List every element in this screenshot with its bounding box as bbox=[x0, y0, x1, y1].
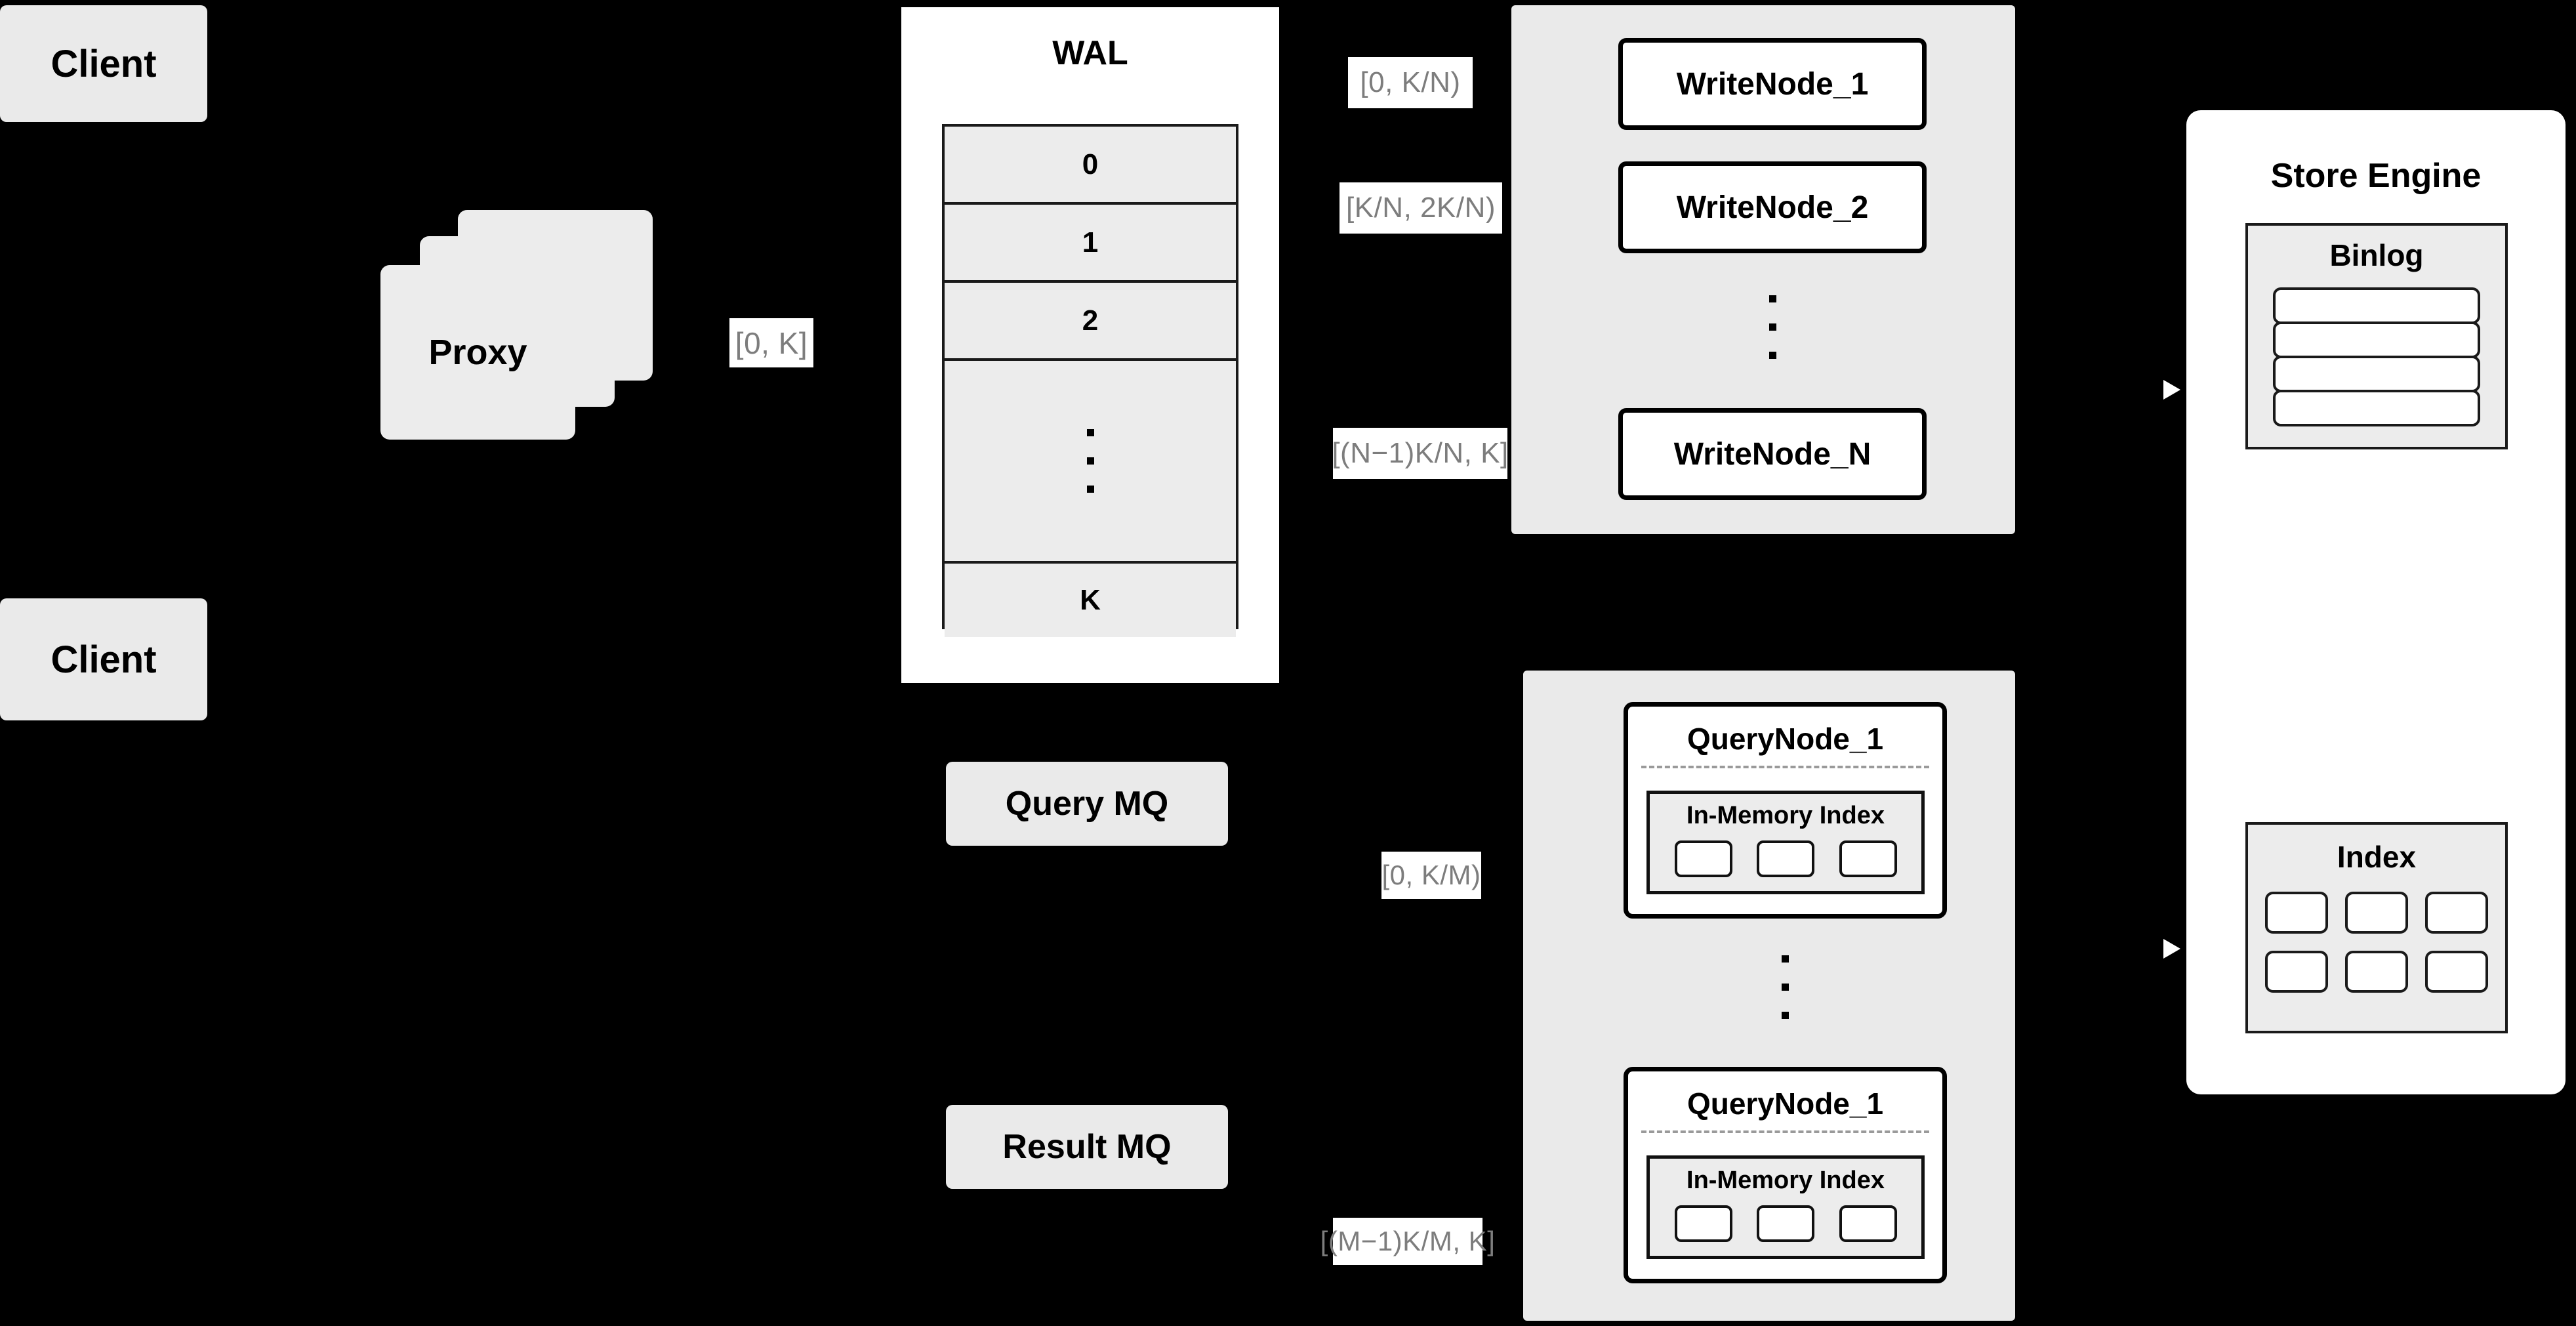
index-cell[interactable] bbox=[2265, 951, 2328, 993]
writenode-label: WriteNode_N bbox=[1673, 436, 1871, 472]
arrow-to-binlog bbox=[2099, 375, 2191, 404]
wal-title: WAL bbox=[1052, 34, 1128, 72]
wal-row-ellipsis bbox=[945, 361, 1236, 564]
query-node-cluster: QueryNode_1 In-Memory Index QueryNode_1 … bbox=[1523, 671, 2015, 1321]
writenode-box-n[interactable]: WriteNode_N bbox=[1618, 408, 1927, 500]
querynode-separator bbox=[1641, 1130, 1929, 1133]
client-box-2[interactable]: Client bbox=[0, 598, 207, 720]
client-label: Client bbox=[51, 638, 157, 681]
in-memory-index-box-1: In-Memory Index bbox=[1646, 791, 1925, 894]
in-memory-index-box-2: In-Memory Index bbox=[1646, 1155, 1925, 1259]
in-memory-index-cell[interactable] bbox=[1839, 1205, 1897, 1242]
wal-row: 1 bbox=[945, 205, 1236, 283]
querynode-separator bbox=[1641, 766, 1929, 768]
query-mq-box[interactable]: Query MQ bbox=[946, 762, 1228, 846]
in-memory-index-cell[interactable] bbox=[1674, 840, 1732, 877]
querynode-m-range-label: [(M−1)K/M, K] bbox=[1320, 1218, 1495, 1265]
wal-row: K bbox=[945, 564, 1236, 637]
wal-row: 0 bbox=[945, 127, 1236, 205]
index-cell[interactable] bbox=[2425, 892, 2488, 934]
in-memory-index-cell[interactable] bbox=[1757, 840, 1814, 877]
index-cell[interactable] bbox=[2345, 951, 2408, 993]
in-memory-index-cell[interactable] bbox=[1839, 840, 1897, 877]
querynode-1-range-label: [0, K/M) bbox=[1381, 852, 1481, 899]
writenode-box-1[interactable]: WriteNode_1 bbox=[1618, 38, 1927, 130]
binlog-title: Binlog bbox=[2329, 238, 2424, 272]
wal-ellipsis-dots bbox=[1086, 419, 1094, 503]
binlog-box: Binlog bbox=[2245, 223, 2508, 449]
in-memory-index-cell[interactable] bbox=[1674, 1205, 1732, 1242]
wal-panel: WAL 0 1 2 K bbox=[897, 3, 1283, 687]
querynode-box-1[interactable]: QueryNode_1 In-Memory Index bbox=[1624, 702, 1947, 919]
writenode-label: WriteNode_1 bbox=[1676, 66, 1869, 102]
binlog-entry[interactable] bbox=[2273, 287, 2480, 324]
arrow-to-index bbox=[2099, 934, 2191, 963]
result-mq-label: Result MQ bbox=[1002, 1128, 1172, 1166]
proxy-range-label: [0, K] bbox=[729, 318, 813, 367]
index-title: Index bbox=[2337, 840, 2417, 874]
in-memory-index-title: In-Memory Index bbox=[1687, 1167, 1885, 1194]
proxy-stack[interactable]: Proxy bbox=[380, 210, 695, 446]
proxy-label: Proxy bbox=[428, 333, 527, 372]
index-box: Index bbox=[2245, 822, 2508, 1033]
write-node-cluster: WriteNode_1 WriteNode_2 WriteNode_N bbox=[1511, 5, 2015, 534]
writenode-2-range-label: [K/N, 2K/N) bbox=[1339, 182, 1502, 234]
proxy-card-front[interactable]: Proxy bbox=[380, 265, 575, 440]
binlog-entry[interactable] bbox=[2273, 390, 2480, 426]
in-memory-index-cell[interactable] bbox=[1757, 1205, 1814, 1242]
binlog-entry[interactable] bbox=[2273, 321, 2480, 358]
client-label: Client bbox=[51, 42, 157, 85]
wal-table: 0 1 2 K bbox=[942, 124, 1238, 637]
query-mq-label: Query MQ bbox=[1005, 785, 1169, 823]
querynode-title: QueryNode_1 bbox=[1687, 1087, 1884, 1121]
wal-row: 2 bbox=[945, 283, 1236, 361]
writenode-ellipsis-dots bbox=[1618, 268, 1927, 386]
result-mq-box[interactable]: Result MQ bbox=[946, 1105, 1228, 1189]
writenode-1-range-label: [0, K/N) bbox=[1348, 57, 1473, 108]
index-cell[interactable] bbox=[2345, 892, 2408, 934]
client-box-1[interactable]: Client bbox=[0, 5, 207, 122]
store-engine-panel: Store Engine Binlog Index bbox=[2186, 110, 2566, 1094]
in-memory-index-title: In-Memory Index bbox=[1687, 802, 1885, 829]
querynode-title: QueryNode_1 bbox=[1687, 722, 1884, 756]
writenode-n-range-label: [(N−1)K/N, K] bbox=[1332, 428, 1508, 479]
index-cell[interactable] bbox=[2265, 892, 2328, 934]
store-engine-title: Store Engine bbox=[2270, 157, 2482, 195]
querynode-ellipsis-dots bbox=[1624, 928, 1947, 1046]
index-cell[interactable] bbox=[2425, 951, 2488, 993]
binlog-entry[interactable] bbox=[2273, 356, 2480, 392]
writenode-box-2[interactable]: WriteNode_2 bbox=[1618, 161, 1927, 253]
querynode-box-2[interactable]: QueryNode_1 In-Memory Index bbox=[1624, 1067, 1947, 1283]
writenode-label: WriteNode_2 bbox=[1676, 190, 1869, 225]
